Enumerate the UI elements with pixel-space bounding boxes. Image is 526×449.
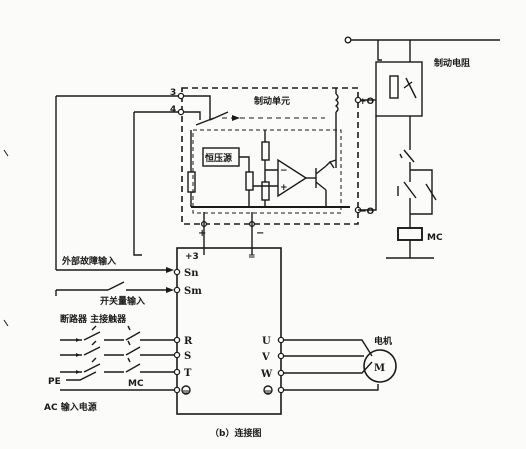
ground-icon-in-bars [183, 390, 189, 394]
brake-minus-label: −O [359, 207, 375, 217]
no-contact [403, 181, 417, 228]
terminal-sm-label: Sm [184, 286, 202, 297]
pe-wire [66, 371, 97, 381]
mc-coil [397, 227, 423, 241]
brake-terminal-4-label: 4 [170, 105, 176, 115]
motor-symbol: M [374, 363, 385, 374]
brake-resistor-label: 制动电阻 [434, 57, 470, 69]
brake-resistor-return [358, 116, 377, 211]
source-wire [239, 156, 250, 166]
top-branch [377, 40, 382, 61]
motor-pe-wire [284, 384, 379, 391]
brake-minus-dc-label: − [256, 228, 264, 239]
contactor-marks [127, 325, 131, 363]
terminal-v [277, 352, 285, 360]
margin-marks [3, 149, 9, 327]
relay-wire-3 [184, 95, 211, 120]
resistor-4 [245, 171, 254, 191]
terminal-s [173, 351, 181, 359]
terminal-u [277, 336, 285, 344]
breaker-contacts [83, 331, 101, 373]
top-supply-terminal [344, 36, 352, 44]
ext-fault-input-label: 外部故障输入 [61, 255, 116, 267]
terminal-t-label: T [184, 368, 192, 379]
brake-terminal-4 [177, 108, 185, 116]
brake-inductor [334, 93, 339, 113]
mc-aux-loop [410, 169, 433, 215]
terminal-pe-in [173, 386, 181, 394]
fault-arrow [166, 267, 174, 273]
relay-wire-4 [184, 111, 201, 120]
mc-bottom-label: MC [128, 379, 144, 389]
switch-contact [107, 281, 168, 291]
three-phase-input [60, 325, 174, 374]
coil-bottom [386, 240, 434, 259]
brake-plus-dc-label: + [198, 228, 206, 239]
resistor-1 [187, 171, 196, 193]
brake-unit-box [181, 87, 359, 225]
transistor-2 [325, 159, 337, 169]
brake-plus-label: +O [359, 97, 375, 107]
breaker-contactor-label: 断路器 主接触器 [60, 313, 127, 325]
motor-wires [284, 339, 373, 374]
ac-input-label: AC 输入电源 [44, 401, 97, 413]
ground-icon-out-bars [265, 390, 271, 394]
ground-icon-in [181, 385, 191, 395]
terminal-r [173, 336, 181, 344]
inverter-plus3-label: +3 [185, 252, 199, 262]
terminal-pe-out [277, 386, 285, 394]
terminal-r-label: R [184, 336, 193, 347]
nc-contact [403, 149, 415, 182]
comparator-inputs [253, 169, 278, 187]
resistor-2 [261, 141, 270, 161]
ground-icon-out [263, 385, 273, 395]
brake-unit-label: 制动单元 [254, 95, 290, 107]
terminal-sm [173, 286, 181, 294]
terminal-s-label: S [184, 351, 191, 362]
input-arrows [76, 338, 80, 374]
inverter-box [176, 247, 282, 415]
terminal-w [277, 369, 285, 377]
motor-label: 电机 [374, 335, 392, 347]
contactor-contacts [125, 331, 141, 373]
brake-terminal-3-label: 3 [170, 88, 176, 98]
terminal-w-label: W [260, 369, 273, 380]
brake-resistor-box [375, 61, 423, 117]
terminal-t [173, 368, 181, 376]
comparator [277, 158, 308, 198]
fault-feed-4 [133, 111, 178, 256]
brake-terminal-3 [177, 92, 185, 100]
mc-aux-contact [425, 183, 437, 201]
comparator-plus: + [280, 183, 288, 193]
nc-contact-mark [399, 153, 403, 159]
transistor-1 [315, 165, 327, 191]
thermal-switch [403, 77, 417, 99]
switch-arrow [166, 287, 174, 293]
motor-icon [363, 349, 397, 383]
mc-coil-label: MC [427, 233, 443, 243]
pe-label: PE [48, 377, 61, 387]
terminal-u-label: U [262, 336, 271, 347]
switch-input-label: 开关量输入 [100, 295, 145, 307]
resistor-3 [261, 181, 270, 201]
relay-arrow [232, 115, 240, 121]
terminal-sn-label: Sn [184, 268, 199, 279]
terminal-sn [173, 268, 181, 276]
terminal-v-label: V [261, 352, 270, 363]
relay-contact-arm [209, 111, 229, 121]
brake-resistor-element [389, 75, 399, 99]
comparator-minus: − [280, 166, 288, 176]
inverter-minus-label: = [248, 252, 256, 262]
breaker-marks [91, 325, 97, 363]
caption: （b）连接图 [210, 427, 261, 439]
const-voltage-label: 恒压源 [205, 152, 232, 164]
